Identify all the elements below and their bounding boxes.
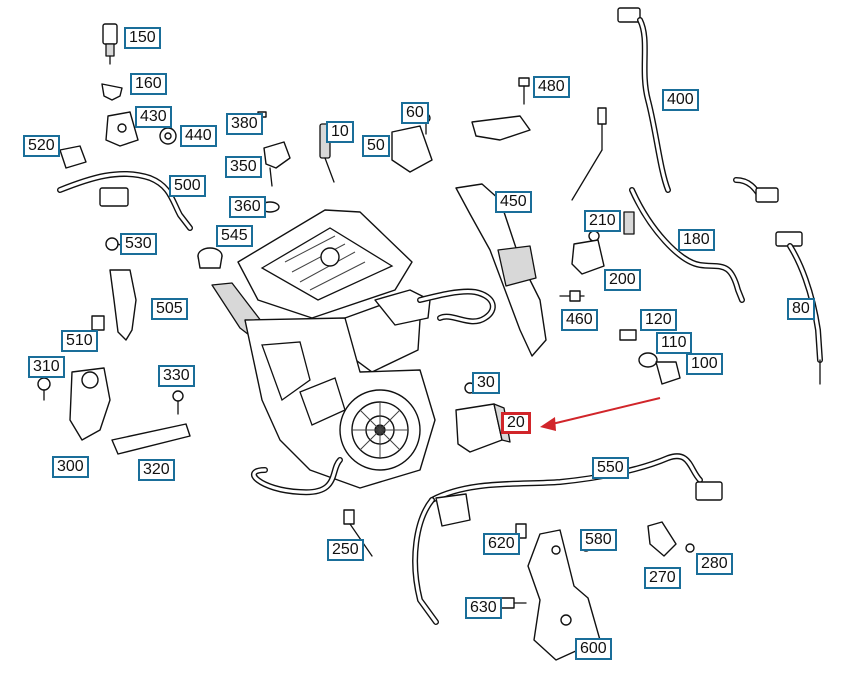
washer-440-shape [159,127,177,145]
bolt-330-shape [172,390,184,415]
bracket-450-shape [455,183,547,357]
callout-300[interactable]: 300 [52,456,89,478]
bolt-460-shape [559,290,585,302]
callout-210[interactable]: 210 [584,210,621,232]
callout-330[interactable]: 330 [158,365,195,387]
callout-30[interactable]: 30 [472,372,500,394]
callout-150[interactable]: 150 [124,27,161,49]
callout-500[interactable]: 500 [169,175,206,197]
bracket-505-shape [109,269,137,341]
callout-580[interactable]: 580 [580,529,617,551]
probe-400-tip [571,107,607,201]
bolt-310-shape [37,377,51,401]
clip-510-shape [91,315,105,331]
callout-400[interactable]: 400 [662,89,699,111]
callout-10[interactable]: 10 [326,121,354,143]
sensor-210-shape [588,211,635,242]
sensor-150-shape [102,23,118,65]
bolt-620-shape [515,523,527,539]
callout-280[interactable]: 280 [696,553,733,575]
sensor-500-shape [57,170,193,231]
callout-80[interactable]: 80 [787,298,815,320]
sensor-270-shape [647,521,677,557]
clip-160-shape [101,83,123,101]
callout-100[interactable]: 100 [686,353,723,375]
callout-520[interactable]: 520 [23,135,60,157]
callout-60[interactable]: 60 [401,102,429,124]
callout-630[interactable]: 630 [465,597,502,619]
callout-310[interactable]: 310 [28,356,65,378]
clip-120-shape [619,329,637,341]
sensor-520-shape [59,145,87,169]
bracket-320-shape [111,423,191,455]
callout-360[interactable]: 360 [229,196,266,218]
callout-250[interactable]: 250 [327,539,364,561]
callout-110[interactable]: 110 [656,332,692,354]
callout-120[interactable]: 120 [640,309,677,331]
callout-510[interactable]: 510 [61,330,98,352]
cap-545-shape [197,247,223,269]
callout-350[interactable]: 350 [225,156,262,178]
callout-450[interactable]: 450 [495,191,532,213]
sensor-300-shape [69,367,111,441]
bolt-280-shape [685,543,695,553]
callout-440[interactable]: 440 [180,125,217,147]
callout-480[interactable]: 480 [533,76,570,98]
sensor-50-shape [391,125,433,173]
callout-430[interactable]: 430 [135,106,172,128]
callout-200[interactable]: 200 [604,269,641,291]
sensor-350-shape [263,141,291,187]
sensor-80-shape [775,231,823,385]
callout-180[interactable]: 180 [678,229,715,251]
bolt-630-shape [499,597,527,609]
callout-20[interactable]: 20 [501,412,531,434]
callout-320[interactable]: 320 [138,459,175,481]
sensor-480-body [471,115,531,141]
sensor-100-shape [655,361,681,385]
bolt-480-shape [518,77,530,105]
sensor-200-shape [571,239,605,275]
callout-50[interactable]: 50 [362,135,390,157]
callout-600[interactable]: 600 [575,638,612,660]
highlight-arrow [540,397,661,431]
engine-assembly [211,209,496,496]
bracket-430-shape [105,111,139,147]
oring-110-shape [638,352,658,368]
callout-380[interactable]: 380 [226,113,263,135]
callout-505[interactable]: 505 [151,298,188,320]
callout-460[interactable]: 460 [561,309,598,331]
callout-270[interactable]: 270 [644,567,681,589]
sensor-400-shape [617,7,671,193]
sensor-180-shape [629,177,779,303]
callout-620[interactable]: 620 [483,533,520,555]
callout-545[interactable]: 545 [216,225,253,247]
callout-550[interactable]: 550 [592,457,629,479]
callout-530[interactable]: 530 [120,233,157,255]
callout-160[interactable]: 160 [130,73,167,95]
